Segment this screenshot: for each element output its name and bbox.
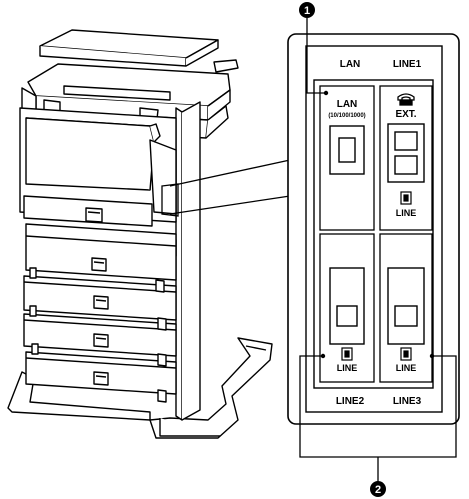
callout-2-leader (299, 355, 457, 482)
line3-port-label: LINE (396, 363, 417, 373)
line2-port-label: LINE (337, 363, 358, 373)
phone-jack-icon (341, 347, 353, 361)
lan-port-speed: (10/100/1000) (328, 113, 365, 119)
ext-port[interactable] (387, 123, 425, 183)
line1-port-label: LINE (396, 208, 417, 218)
telephone-icon (397, 93, 415, 106)
callout-1-marker (299, 2, 315, 18)
line2-port[interactable] (329, 267, 365, 345)
lan-port-label: LAN (337, 99, 358, 110)
lan-port[interactable] (329, 125, 365, 175)
phone-jack-icon (400, 191, 412, 205)
zoom-lines (161, 159, 291, 217)
callout-2-number: 2 (375, 484, 381, 496)
callout-1-number: 1 (304, 5, 310, 17)
callout-2-marker (370, 481, 386, 497)
panel-footer-right: LINE3 (393, 396, 422, 407)
line3-port[interactable] (387, 267, 425, 345)
panel-header-left: LAN (340, 59, 361, 70)
callout-1-leader (306, 18, 326, 94)
phone-jack-icon (400, 347, 412, 361)
panel-footer-left: LINE2 (336, 396, 365, 407)
ext-port-label: EXT. (395, 109, 416, 120)
panel-header-right: LINE1 (393, 59, 422, 70)
printer-illustration (7, 29, 273, 439)
